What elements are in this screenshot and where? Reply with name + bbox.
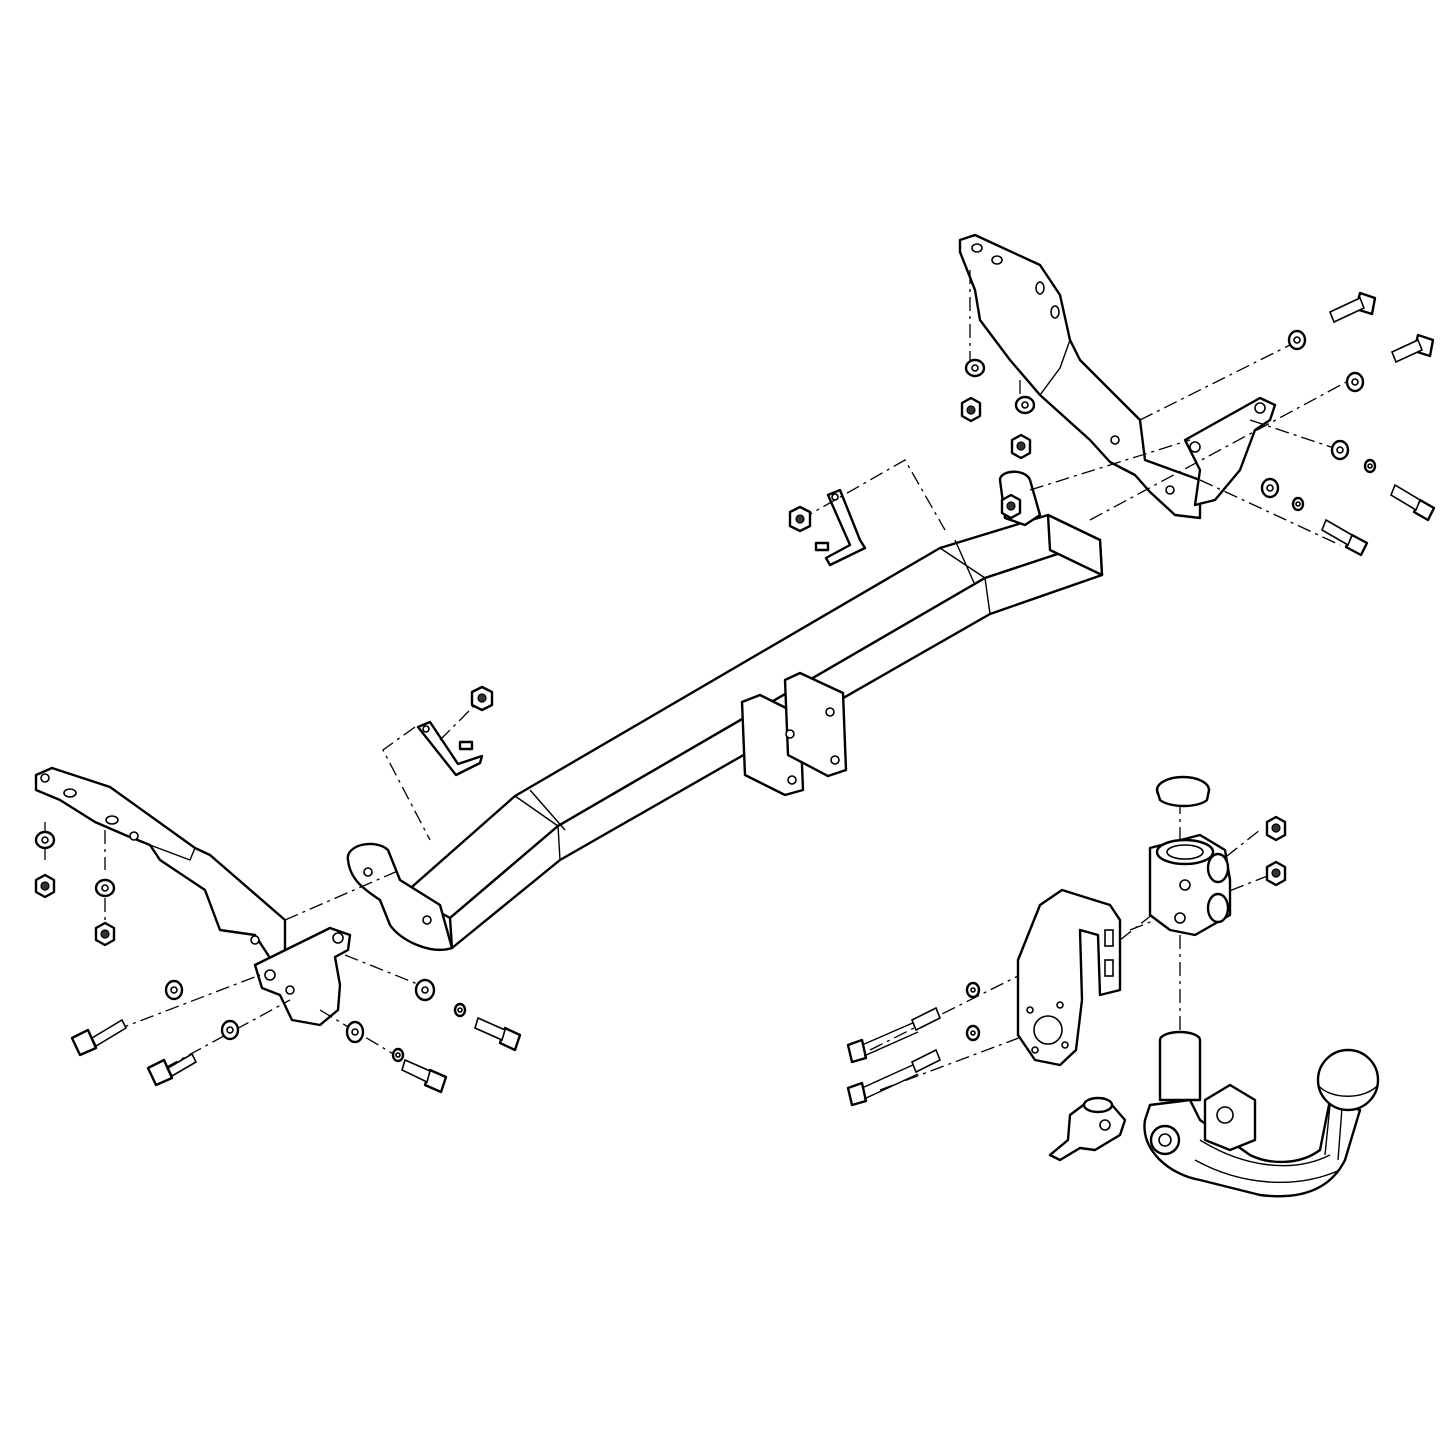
bolt <box>846 1006 942 1064</box>
tow-ball <box>1316 1048 1380 1112</box>
washer <box>1260 477 1280 499</box>
washer <box>965 981 981 999</box>
nut <box>1265 815 1287 842</box>
bolt <box>1320 518 1369 557</box>
nut <box>34 873 56 899</box>
bolt <box>1390 483 1436 522</box>
bolt <box>401 1058 448 1094</box>
washer <box>1287 329 1307 351</box>
washer <box>1014 395 1036 415</box>
right-clip-bracket <box>814 488 867 567</box>
washer <box>1330 439 1350 461</box>
bolt <box>474 1016 522 1052</box>
bolt <box>146 1052 198 1087</box>
washer <box>164 979 184 1001</box>
center-mount-plates <box>740 671 848 797</box>
washer <box>1291 496 1305 512</box>
nuts <box>34 396 1287 947</box>
right-lower-mount <box>1183 396 1277 507</box>
washer <box>34 830 56 850</box>
socket-plate <box>1016 888 1122 1067</box>
washers <box>34 329 1377 1063</box>
dust-cap <box>1155 775 1211 808</box>
right-bracket <box>958 233 1202 520</box>
nut <box>1265 860 1287 887</box>
washer <box>94 878 116 898</box>
nut <box>94 921 116 947</box>
receiver-housing <box>1148 833 1232 937</box>
nut <box>1000 493 1022 520</box>
washer <box>1363 458 1377 474</box>
bolt <box>70 1018 128 1057</box>
nut <box>470 685 494 712</box>
left-bracket <box>34 766 287 960</box>
washer <box>1345 371 1365 393</box>
lock-key <box>1048 1096 1127 1162</box>
bolt <box>1390 333 1435 364</box>
left-lower-mount <box>253 926 352 1027</box>
tow-ball-neck <box>1143 1030 1362 1198</box>
nut <box>1010 433 1032 460</box>
bolt <box>846 1048 942 1107</box>
washer <box>414 978 436 1002</box>
nut <box>960 396 982 423</box>
washer <box>453 1002 467 1018</box>
main-crossbar <box>346 470 1104 951</box>
assembly-lines <box>44 270 1351 1091</box>
bolt <box>1328 291 1377 324</box>
washer <box>965 1024 981 1042</box>
washer <box>345 1020 365 1044</box>
washer <box>391 1047 405 1063</box>
washer <box>964 358 986 378</box>
bolts <box>70 291 1436 1107</box>
washer <box>220 1019 240 1041</box>
left-clip-bracket <box>416 720 484 777</box>
nut <box>788 505 812 533</box>
